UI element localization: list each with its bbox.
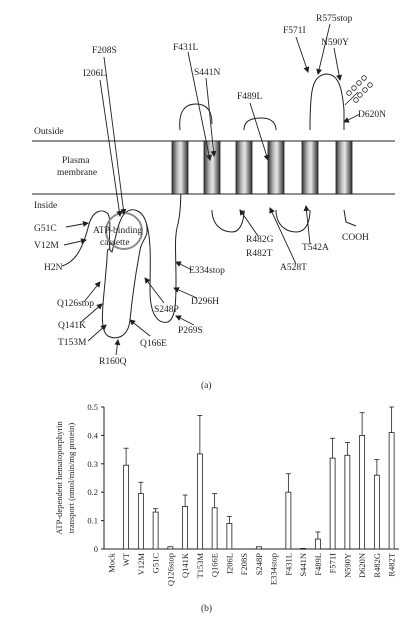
mutation-label: F571I [283,26,306,36]
mutation-label: Q141K [58,321,86,331]
mutation-label: P269S [178,326,203,336]
bar-s248p [255,546,262,550]
bar-n590y [344,454,351,550]
y-ticks: 0 0.1 0.2 0.3 0.4 0.5 [87,402,104,554]
mutation-label: R160Q [99,357,127,367]
y-tick-label: 0.1 [87,516,98,526]
mutation-label: R482T [246,249,273,259]
mutation-label: N590Y [321,38,349,48]
mutation-label: Q126stop [57,299,94,309]
membrane-label-1: Plasma [62,156,90,166]
x-tick-label: D620N [357,553,367,578]
x-tick-label: R482T [387,552,397,576]
mutation-label: E334stop [189,266,225,276]
mutation-arrows [63,23,361,356]
bar-chart: 0 0.1 0.2 0.3 0.4 0.5 Mock WT V12M G51C Q126stop Q… [54,402,399,614]
x-tick-label: V12M [136,553,146,576]
x-tick-label: T153M [195,553,205,579]
y-tick-label: 0 [94,544,98,554]
abc-label-1: ATP-binding [93,226,142,236]
bar-f571i [329,457,336,550]
x-tick-label: G51C [151,553,161,574]
tm-helix-1 [171,140,189,195]
tm-helix-2 [203,140,221,195]
mutation-label: I206L [83,69,106,79]
bar-s441n [300,548,307,550]
mutation-label: T153M [58,338,87,348]
transmembrane-helices [171,140,353,195]
protein-loops [179,73,357,233]
mutation-label: D296H [191,297,219,307]
x-ticks: Mock WT V12M G51C Q126stop Q141K T153M Q166E I20… [106,552,396,586]
y-tick-label: 0.5 [87,402,98,412]
x-tick-label: Mock [106,552,116,573]
abc-label-2: cassette [100,238,130,248]
x-tick-label: F431L [283,553,293,576]
bar-t153m [196,453,203,550]
y-tick-label: 0.4 [87,430,98,440]
mutation-label: R575stop [316,14,353,24]
mutation-label: R482G [246,235,274,245]
bar-d620n [359,434,366,550]
bar-f489l [314,538,321,550]
x-tick-label: Q141K [180,552,190,578]
n-terminus-label: H2N [44,263,63,273]
x-tick-label: F489L [313,553,323,576]
topology-diagram: Outside Plasma membrane Inside ATP-bindi… [32,14,395,391]
panel-label-b: (b) [201,603,212,614]
mutation-label: D620N [358,110,386,120]
bar-v12m [137,493,144,550]
bar-q166e [211,507,218,550]
mutation-label: A528T [280,263,307,273]
panel-label-a: (a) [201,380,212,391]
bar-q126stop [167,546,174,550]
mutation-label: F489L [237,92,263,102]
mutation-label: F431L [173,43,199,53]
x-tick-label: N590Y [342,553,352,578]
y-axis-label-2: transport (nmol/min/mg protein) [66,423,76,534]
tm-helix-3 [235,140,253,195]
mutation-label: Q166E [140,339,167,349]
y-tick-label: 0.2 [87,487,98,497]
mutation-label: S248P [154,305,179,315]
c-terminus-label: COOH [342,233,369,243]
x-tick-label: S441N [298,553,308,577]
x-tick-label: F208S [239,553,249,575]
tm-helix-4 [267,140,285,195]
mutation-labels: G51C V12M Q126stop Q141K T153M R160Q Q16… [34,14,386,367]
inside-label: Inside [34,201,57,211]
x-tick-label: R482G [372,553,382,578]
x-tick-label: Q166E [210,553,220,577]
outside-label: Outside [34,127,64,137]
mutation-label: G51C [34,224,57,234]
y-axis-label-1: ATP-dependent hematoporphyrin [54,420,64,534]
bar-g51c [152,511,159,550]
membrane-label-2: membrane [57,168,97,178]
y-tick-label: 0.3 [87,459,98,469]
x-tick-label: E334stop [269,553,279,585]
x-tick-label: I206L [224,553,234,574]
mutation-label: T542A [302,243,329,253]
tm-helix-6 [335,140,353,195]
mutation-label: F208S [92,46,117,56]
mutation-label: S441N [194,68,221,78]
bar-f431l [285,491,292,550]
bar-r482g [373,474,380,550]
x-tick-label: WT [121,552,131,566]
bar-q141k [182,505,189,550]
bar-wt [123,464,130,550]
mutation-label: V12M [34,241,59,251]
tm-helix-5 [301,140,319,195]
glycosylation-icon [344,75,373,106]
bars [123,406,395,550]
bar-r482t [388,432,395,550]
x-tick-label: Q126stop [165,553,175,586]
x-tick-label: F571I [328,553,338,573]
bar-i206l [226,523,233,550]
x-tick-label: S248P [254,553,264,575]
